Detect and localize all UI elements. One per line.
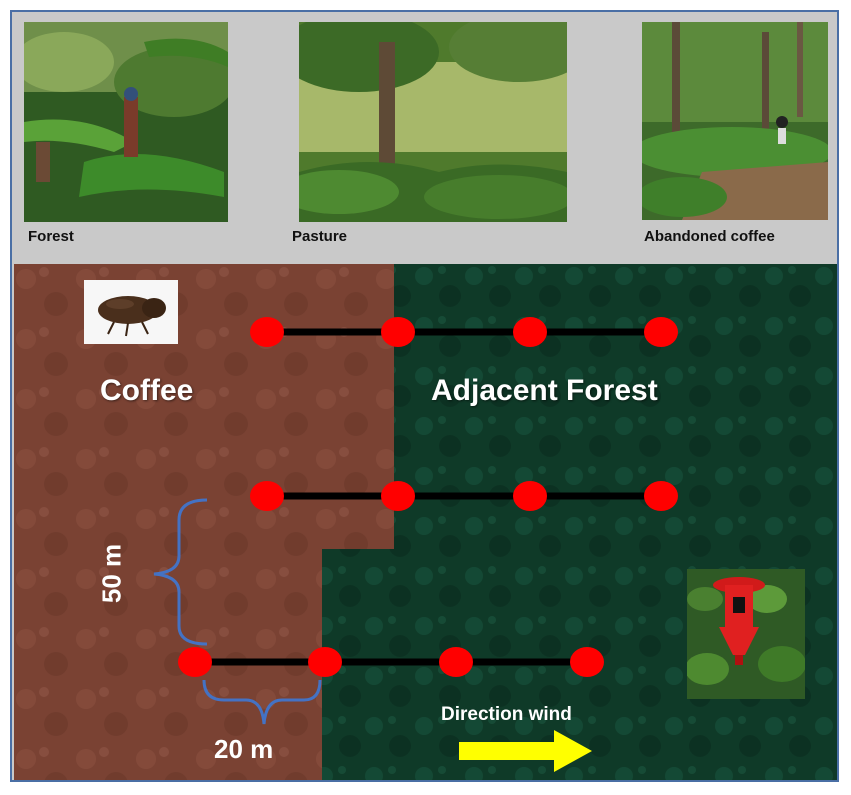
trap-dot bbox=[513, 317, 547, 347]
horizontal-spacing-bracket bbox=[202, 679, 322, 725]
adjacent-forest-label: Adjacent Forest bbox=[431, 374, 658, 407]
trap-dot bbox=[513, 481, 547, 511]
vertical-spacing-label: 50 m bbox=[96, 543, 127, 604]
trap-dot bbox=[644, 317, 678, 347]
wind-arrow-icon bbox=[459, 730, 592, 772]
trap-dot bbox=[644, 481, 678, 511]
trap-dot bbox=[250, 481, 284, 511]
wind-direction-label: Direction wind bbox=[441, 704, 572, 725]
pasture-caption: Pasture bbox=[292, 228, 348, 245]
trap-dot bbox=[308, 647, 342, 677]
abandoned-coffee-photo bbox=[642, 22, 828, 220]
trap-dot bbox=[250, 317, 284, 347]
coffee-berry-borer-beetle-icon bbox=[84, 280, 178, 344]
trap-dot bbox=[381, 317, 415, 347]
horizontal-spacing-label: 20 m bbox=[214, 734, 274, 764]
trap-dot bbox=[178, 647, 212, 677]
trap-points bbox=[178, 317, 678, 677]
vertical-spacing-bracket bbox=[153, 498, 208, 646]
forest-caption: Forest bbox=[28, 228, 74, 245]
trap-dot bbox=[381, 481, 415, 511]
coffee-area-label: Coffee bbox=[100, 374, 194, 407]
transect-lines bbox=[195, 328, 661, 666]
trap-dot bbox=[439, 647, 473, 677]
beetle-inset bbox=[84, 280, 178, 344]
satellite-map: Coffee Adjacent Forest 50 m 20 m Directi… bbox=[14, 264, 837, 780]
abandoned-coffee-caption: Abandoned coffee bbox=[644, 228, 775, 245]
trap-inset bbox=[687, 569, 805, 699]
red-funnel-trap-icon bbox=[687, 569, 805, 699]
trap-dot bbox=[570, 647, 604, 677]
figure-frame: Forest Pasture Abandoned coffee bbox=[10, 10, 839, 782]
pasture-photo bbox=[299, 22, 567, 222]
forest-photo bbox=[24, 22, 228, 222]
